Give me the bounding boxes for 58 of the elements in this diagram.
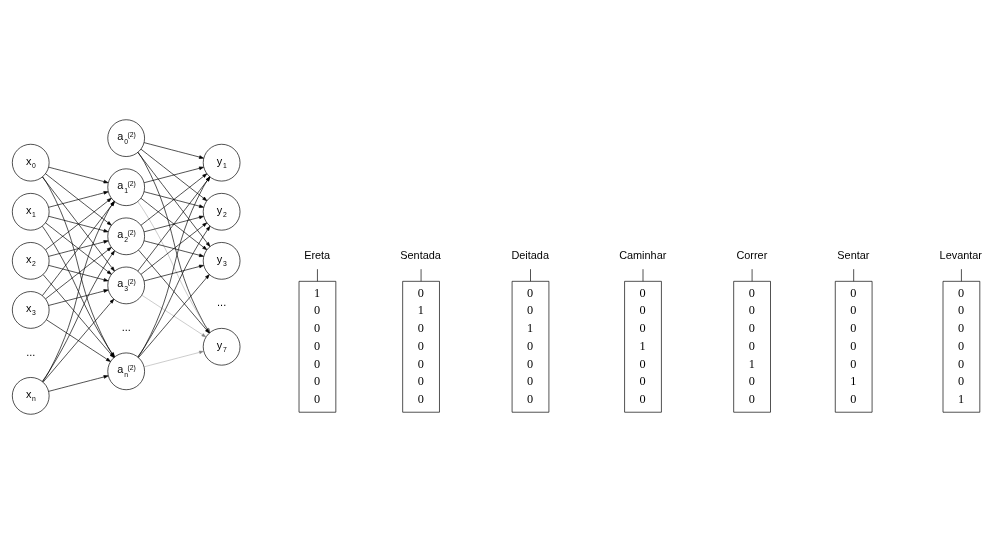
label: ... — [26, 345, 36, 358]
node-text: Sentar — [837, 249, 870, 262]
node-circle: x$_{1}$ — [12, 193, 50, 231]
arrow — [48, 265, 109, 282]
arrow — [143, 166, 204, 184]
node-box: 0 1 0 0 0 0 0 — [402, 281, 440, 413]
node-box: 0 0 0 1 0 0 0 — [624, 281, 662, 413]
node-text: Correr — [736, 249, 768, 262]
arrow — [140, 148, 208, 201]
node-circle: x$_{0}$ — [12, 143, 50, 182]
arrow — [140, 197, 208, 251]
node-text: Sentada — [400, 249, 441, 262]
arrow — [48, 166, 109, 184]
arrow — [141, 295, 207, 338]
arrow — [143, 350, 204, 368]
arrow — [42, 201, 115, 296]
arrow — [45, 222, 112, 275]
arrow — [48, 289, 109, 306]
node-text: Levantar — [939, 249, 982, 262]
arrow — [48, 375, 109, 392]
node-text: Caminhar — [619, 249, 667, 262]
connector — [530, 268, 531, 282]
arrow — [140, 173, 208, 226]
node-box: 0 0 1 0 0 0 0 — [511, 281, 550, 413]
label: ... — [217, 296, 227, 309]
node-box: 1 0 0 0 0 0 0 — [298, 281, 337, 413]
arrow — [42, 176, 115, 272]
arrow — [48, 240, 109, 257]
connector — [317, 268, 318, 282]
node-box: 0 0 0 0 0 1 0 — [834, 281, 873, 413]
arrow — [143, 191, 204, 208]
arrow — [46, 319, 111, 362]
arrow — [42, 250, 115, 382]
label: ... — [121, 320, 131, 333]
arrow — [45, 173, 112, 226]
node-text: Ereta — [304, 249, 331, 262]
node-box: 0 0 0 0 0 0 1 — [942, 281, 981, 413]
arrow — [42, 176, 115, 358]
arrow — [42, 298, 115, 383]
arrow — [143, 215, 204, 233]
arrow — [48, 191, 109, 208]
arrow — [45, 198, 112, 251]
arrow — [137, 176, 211, 272]
connector — [961, 268, 962, 282]
arrow — [42, 274, 115, 358]
arrow — [140, 222, 208, 275]
arrow — [143, 264, 204, 282]
arrow — [48, 215, 109, 233]
node-circle: x$_{n}$ — [12, 377, 50, 415]
node-box: 0 0 0 0 1 0 0 — [733, 281, 771, 413]
node-circle: x$_{3}$ — [12, 291, 50, 329]
arrow — [42, 201, 115, 383]
arrow — [42, 226, 115, 358]
arrow — [45, 247, 112, 300]
node-circle: x$_{2}$ — [12, 242, 50, 280]
arrow — [143, 240, 204, 257]
arrow — [143, 142, 204, 159]
node-text: Deitada — [511, 249, 549, 262]
